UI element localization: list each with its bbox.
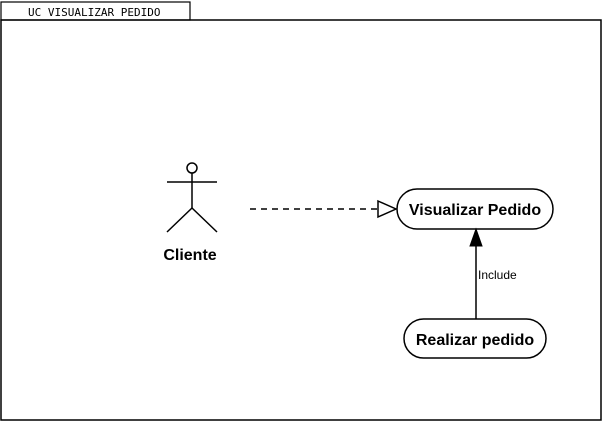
use-case-label: Visualizar Pedido xyxy=(409,202,541,219)
hollow-arrowhead xyxy=(377,199,398,219)
actor-head xyxy=(186,162,198,174)
actor-left-leg xyxy=(166,207,193,233)
include-relationship: Include xyxy=(469,227,517,319)
use-case-visualizar-pedido[interactable]: Visualizar Pedido xyxy=(396,188,554,230)
use-case-label: Realizar pedido xyxy=(416,332,534,349)
actor-label: Cliente xyxy=(163,247,216,264)
use-case-shape xyxy=(403,318,547,359)
use-case-shape xyxy=(396,188,554,230)
actor-right-leg xyxy=(191,207,218,233)
include-label: Include xyxy=(478,268,517,282)
use-case-realizar-pedido[interactable]: Realizar pedido xyxy=(403,318,547,359)
frame-title: UC VISUALIZAR PEDIDO xyxy=(28,6,160,19)
actor-association xyxy=(250,199,398,219)
filled-arrowhead xyxy=(469,227,483,247)
actor-cliente[interactable]: Cliente xyxy=(163,162,218,264)
diagram-frame xyxy=(0,19,602,421)
